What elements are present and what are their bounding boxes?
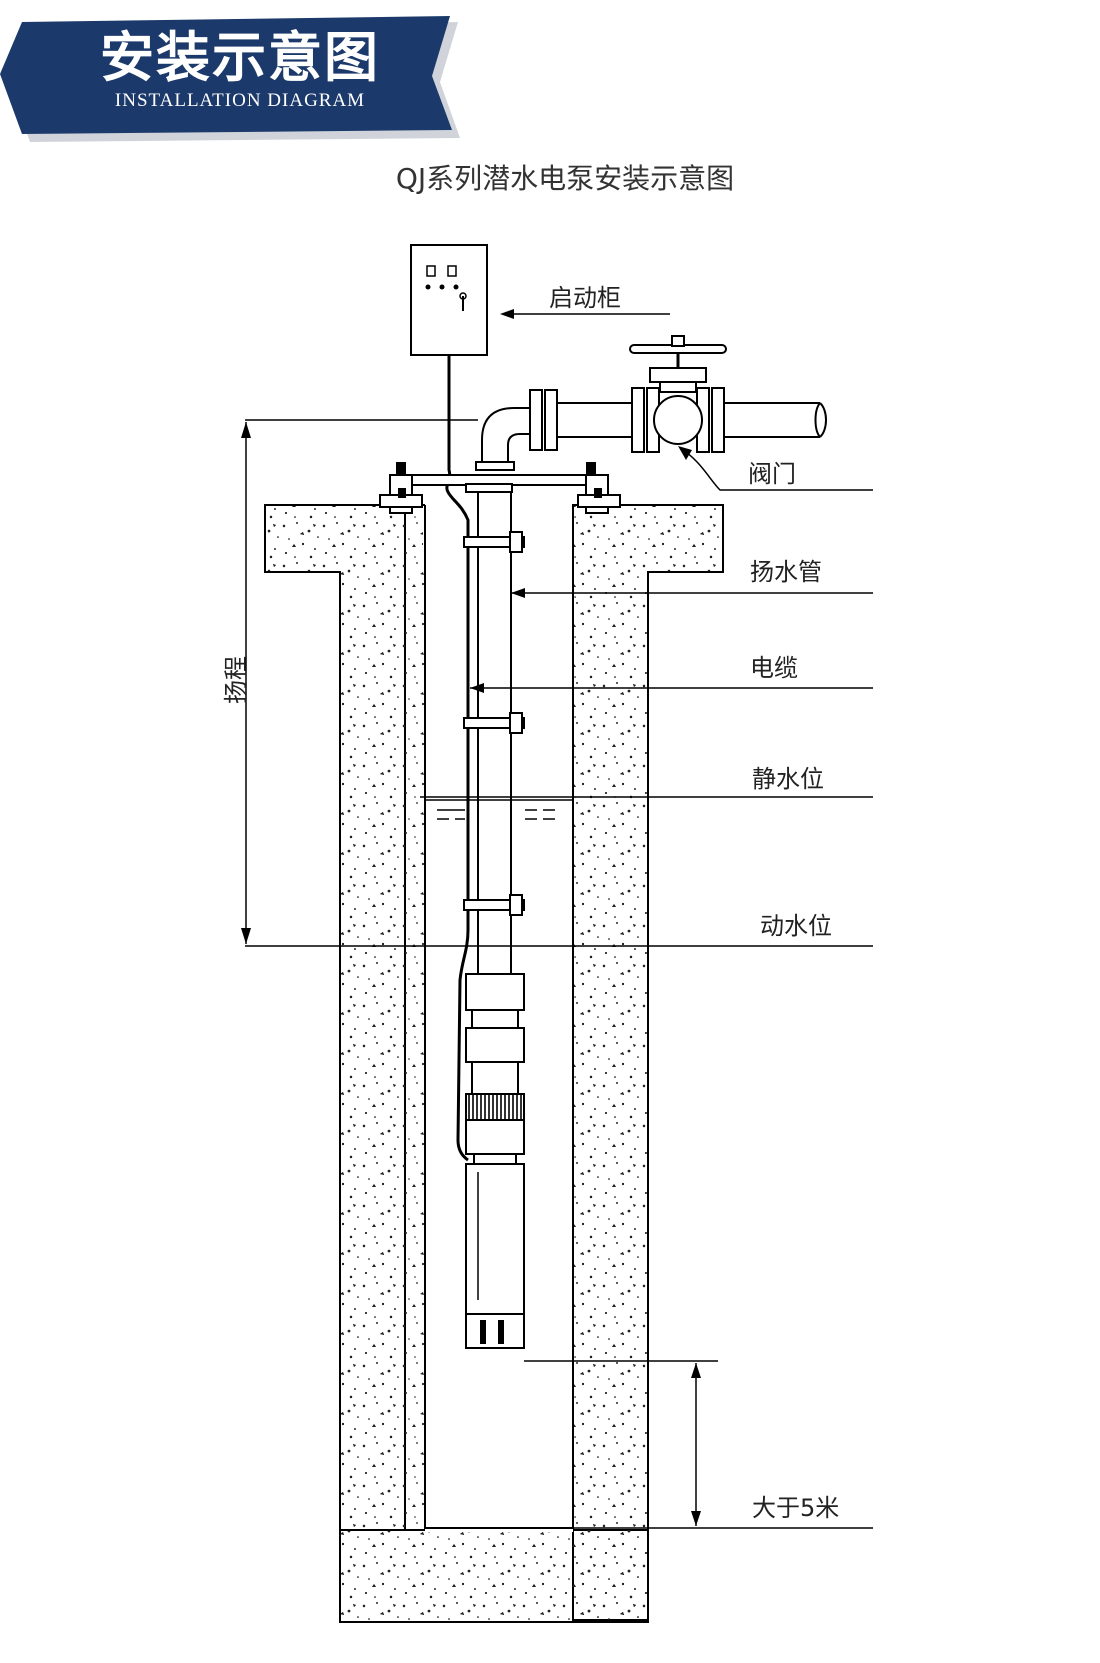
label-head: 扬程 bbox=[222, 656, 250, 704]
header-banner: 安装示意图 INSTALLATION DIAGRAM bbox=[0, 0, 470, 150]
well-head-plate bbox=[379, 462, 621, 514]
label-valve: 阀门 bbox=[748, 460, 796, 488]
head-dimension bbox=[241, 419, 478, 944]
outlet-pipe bbox=[475, 387, 827, 471]
power-cable bbox=[445, 355, 470, 700]
clearance-dimension bbox=[524, 1360, 873, 1529]
submersible-pump bbox=[465, 973, 525, 1349]
label-clearance: 大于5米 bbox=[752, 1494, 839, 1522]
cabinet-arrow bbox=[500, 309, 514, 319]
banner-shape bbox=[0, 16, 452, 134]
gate-valve bbox=[629, 335, 727, 445]
label-static-water-level: 静水位 bbox=[752, 765, 824, 793]
banner-title: 安装示意图 bbox=[100, 26, 380, 89]
label-cable: 电缆 bbox=[750, 654, 798, 682]
label-control-cabinet: 启动柜 bbox=[549, 284, 621, 312]
label-dynamic-water-level: 动水位 bbox=[760, 912, 832, 940]
banner-subtitle: INSTALLATION DIAGRAM bbox=[114, 90, 366, 111]
banner-ribbon bbox=[0, 16, 460, 142]
riser-pipe bbox=[463, 491, 525, 975]
static-water-surface bbox=[425, 799, 573, 820]
diagram-title: QJ系列潜水电泵安装示意图 bbox=[396, 162, 734, 195]
control-cabinet bbox=[410, 244, 488, 356]
label-riser-pipe: 扬水管 bbox=[750, 558, 822, 586]
